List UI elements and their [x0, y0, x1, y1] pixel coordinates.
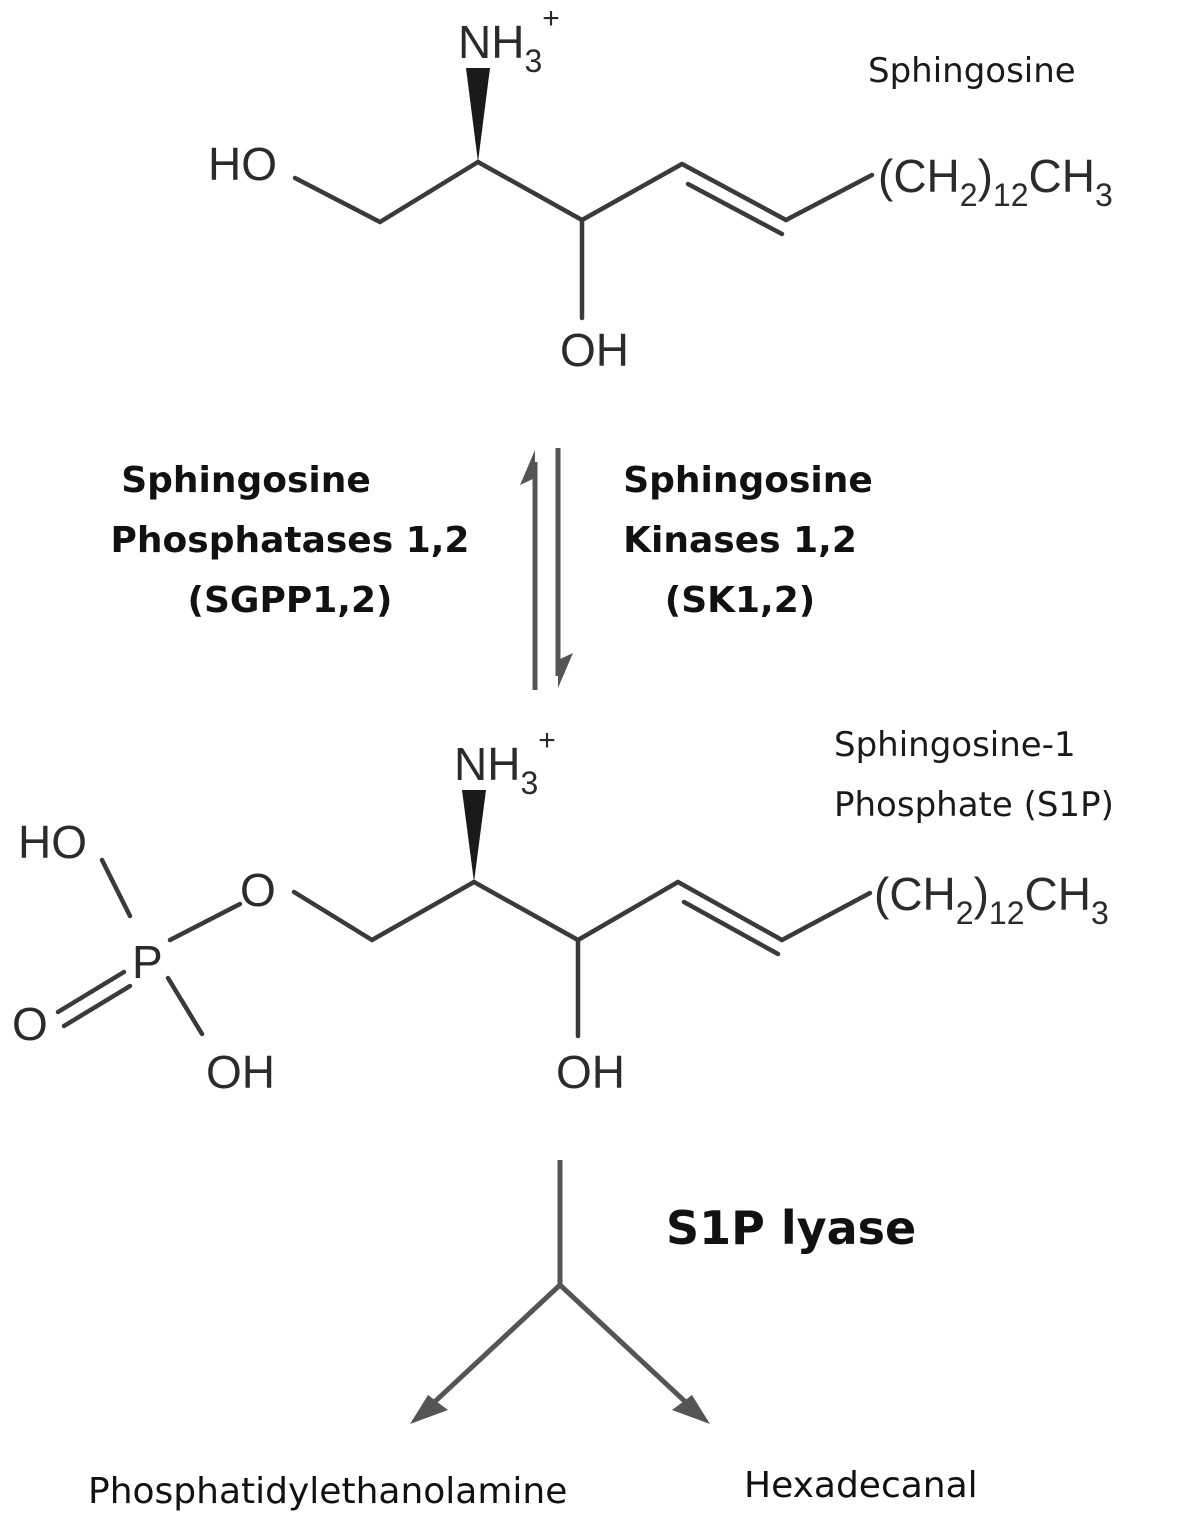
phosphate-oh: OH	[206, 1046, 275, 1098]
bond-c3-c4-s1p	[575, 879, 681, 943]
molecule-name-sphingosine: Sphingosine	[868, 51, 1076, 91]
kinase-line-3: (SK1,2)	[665, 580, 816, 621]
lyase-split-arrows	[410, 1160, 710, 1424]
phosphatase-line-1: Sphingosine	[121, 460, 371, 501]
lyase-left-arrowhead	[410, 1395, 448, 1424]
s1p-lyase-label: S1P lyase	[666, 1201, 916, 1255]
bond-c2-c3-s1p	[471, 879, 581, 943]
bond-c1-o	[292, 175, 383, 225]
product-hexadecanal: Hexadecanal	[744, 1465, 978, 1506]
bond-c1-c2-s1p	[369, 879, 477, 943]
lyase-left-branch	[426, 1283, 562, 1410]
bond-c5-tail-s1p	[779, 890, 873, 943]
hydroxyl-left-1: HO	[208, 138, 277, 190]
bond-o-c1	[291, 889, 375, 943]
kinase-line-2: Kinases 1,2	[623, 520, 857, 561]
phosphate-ho: HO	[18, 816, 87, 868]
bond-c1-c2	[377, 159, 481, 225]
forward-arrow-head	[558, 653, 573, 688]
stereo-wedge-s1p	[462, 790, 486, 882]
amine-label-1: NH3+	[458, 2, 560, 79]
bond-c4-c5-s1p	[675, 879, 785, 943]
s1p-structure: NH3+ HO O P O OH OH (CH2)12CH3 Sphingosi…	[12, 724, 1114, 1098]
bond-c4-c5	[679, 161, 789, 223]
equilibrium-arrows	[520, 448, 573, 690]
molecule-name-s1p-line-1: Sphingosine-1	[834, 725, 1076, 765]
amine-label-2: NH3+	[454, 724, 556, 801]
alkyl-tail-1: (CH2)12CH3	[878, 150, 1113, 213]
bond-c3-c4	[579, 161, 685, 223]
lyase-right-arrowhead	[672, 1395, 710, 1424]
stereo-wedge	[466, 68, 490, 162]
phosphorus-atom: P	[132, 936, 163, 988]
kinase-enzyme-label: Sphingosine Kinases 1,2 (SK1,2)	[623, 460, 873, 621]
product-phosphatidylethanolamine: Phosphatidylethanolamine	[88, 1471, 567, 1512]
hydroxyl-bottom-1: OH	[560, 324, 629, 376]
double-bond-second-line-s1p	[681, 899, 781, 957]
phosphatase-line-3: (SGPP1,2)	[188, 580, 393, 621]
hydroxyl-bottom-2: OH	[556, 1046, 625, 1098]
bond-p-oh-bottom	[165, 975, 205, 1037]
phosphatase-enzyme-label: Sphingosine Phosphatases 1,2 (SGPP1,2)	[111, 460, 470, 621]
alkyl-tail-2: (CH2)12CH3	[874, 868, 1109, 931]
kinase-line-1: Sphingosine	[623, 460, 873, 501]
double-bond-second-line	[685, 181, 785, 237]
molecule-name-s1p-line-2: Phosphate (S1P)	[834, 785, 1114, 825]
phosphate-double-o: O	[12, 998, 48, 1050]
phosphatase-line-2: Phosphatases 1,2	[111, 520, 470, 561]
lyase-right-branch	[558, 1283, 694, 1410]
bond-p-o-ester	[167, 901, 243, 943]
bond-p-o-double-1	[55, 969, 127, 1015]
phosphate-ester-o: O	[240, 864, 276, 916]
bond-c2-c3	[475, 159, 585, 223]
bond-p-o-double-2	[61, 983, 133, 1029]
bond-c5-tail	[783, 172, 875, 223]
bond-p-oh-top	[99, 857, 133, 919]
sphingosine-structure: NH3+ HO OH (CH2)12CH3 Sphingosine	[208, 2, 1113, 376]
reverse-arrow-head	[520, 450, 535, 485]
